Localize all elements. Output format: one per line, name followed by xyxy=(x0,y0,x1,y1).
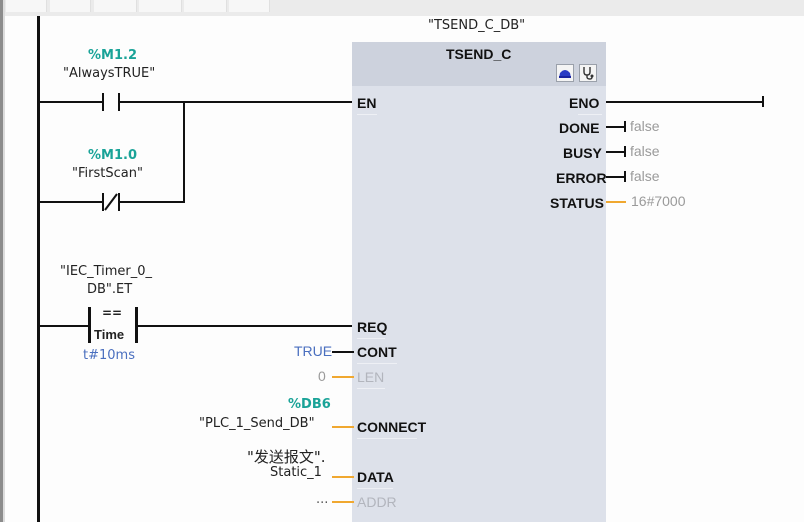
wire xyxy=(606,176,626,178)
comparator-left-bar xyxy=(88,307,91,343)
stethoscope-icon xyxy=(583,67,594,80)
wire xyxy=(120,201,185,203)
contact-no-always-true[interactable] xyxy=(100,93,122,111)
contact-always-true-symbol[interactable]: "AlwaysTRUE" xyxy=(63,66,156,81)
eno-wire xyxy=(606,101,764,103)
optional-wire xyxy=(332,476,354,478)
pin-error[interactable]: ERROR xyxy=(556,170,607,186)
comparator-operand2[interactable]: t#10ms xyxy=(83,348,135,363)
busy-value[interactable]: false xyxy=(630,143,660,159)
wire xyxy=(40,325,89,327)
contact-first-scan-symbol[interactable]: "FirstScan" xyxy=(72,166,143,181)
optional-wire xyxy=(332,426,354,428)
wire-end xyxy=(762,96,764,107)
pin-addr[interactable]: ADDR xyxy=(357,494,397,510)
wire xyxy=(606,151,626,153)
wire-end xyxy=(624,146,626,157)
connection-config-icon xyxy=(559,70,571,78)
comparator-operator: == xyxy=(102,306,123,320)
editor-left-border-shadow xyxy=(3,0,5,522)
pin-underline xyxy=(357,438,417,439)
block-title: TSEND_C xyxy=(446,46,512,62)
toolbar-tab[interactable] xyxy=(94,0,137,12)
wire-end xyxy=(624,171,626,182)
addr-value[interactable]: ... xyxy=(316,492,329,507)
negation-slash-icon xyxy=(104,193,118,211)
power-rail xyxy=(37,16,40,522)
wire xyxy=(40,101,102,103)
function-block-tsend-c[interactable] xyxy=(352,42,606,522)
contact-first-scan-address[interactable]: %M1.0 xyxy=(88,148,137,163)
toolbar-tab[interactable] xyxy=(139,0,182,12)
data-value-line1[interactable]: "发送报文". xyxy=(247,448,326,466)
comparator-right-bar xyxy=(135,307,138,343)
optional-wire xyxy=(332,501,354,503)
pin-data[interactable]: DATA xyxy=(357,469,394,485)
done-value[interactable]: false xyxy=(630,118,660,134)
comparator-datatype[interactable]: Time xyxy=(94,327,125,342)
wire xyxy=(120,101,354,103)
cont-value[interactable]: TRUE xyxy=(294,343,333,359)
wire xyxy=(332,351,354,353)
pin-len[interactable]: LEN xyxy=(357,369,385,385)
wire xyxy=(606,126,626,128)
toolbar-tab[interactable] xyxy=(184,0,227,12)
toolbar-tab[interactable] xyxy=(6,0,47,12)
block-param-icon-button[interactable] xyxy=(556,64,574,82)
contact-nc-first-scan[interactable] xyxy=(100,193,122,211)
pin-underline xyxy=(357,363,397,364)
pin-done[interactable]: DONE xyxy=(559,120,600,136)
block-diagnostics-icon-button[interactable] xyxy=(579,64,597,82)
comparator-operand1-line1[interactable]: "IEC_Timer_0_ xyxy=(60,264,153,279)
pin-underline xyxy=(357,488,393,489)
optional-wire xyxy=(606,201,626,203)
len-value[interactable]: 0 xyxy=(318,368,326,384)
pin-underline xyxy=(357,388,385,389)
pin-connect[interactable]: CONNECT xyxy=(357,419,427,435)
pin-busy[interactable]: BUSY xyxy=(563,145,602,161)
pin-underline xyxy=(578,114,602,115)
instance-db-name[interactable]: "TSEND_C_DB" xyxy=(428,18,526,33)
optional-wire xyxy=(332,376,354,378)
pin-underline xyxy=(357,114,377,115)
pin-cont[interactable]: CONT xyxy=(357,344,397,360)
pin-req[interactable]: REQ xyxy=(357,319,388,335)
editor-left-border xyxy=(0,0,3,522)
pin-en[interactable]: EN xyxy=(357,95,377,111)
connect-value[interactable]: "PLC_1_Send_DB" xyxy=(199,416,315,431)
wire xyxy=(138,325,354,327)
wire xyxy=(40,201,102,203)
data-value-line2[interactable]: Static_1 xyxy=(270,465,322,480)
pin-underline xyxy=(357,338,385,339)
connect-address[interactable]: %DB6 xyxy=(288,397,331,412)
toolbar-tab[interactable] xyxy=(229,0,270,12)
status-value[interactable]: 16#7000 xyxy=(631,193,686,209)
contact-always-true-address[interactable]: %M1.2 xyxy=(88,48,137,63)
error-value[interactable]: false xyxy=(630,168,660,184)
branch-wire xyxy=(183,101,185,202)
pin-eno[interactable]: ENO xyxy=(569,95,600,111)
comparator-operand1-line2[interactable]: DB".ET xyxy=(87,282,133,297)
pin-status[interactable]: STATUS xyxy=(550,195,604,211)
toolbar-tab[interactable] xyxy=(50,0,91,12)
wire-end xyxy=(624,121,626,132)
editor-toolbar xyxy=(0,0,804,16)
